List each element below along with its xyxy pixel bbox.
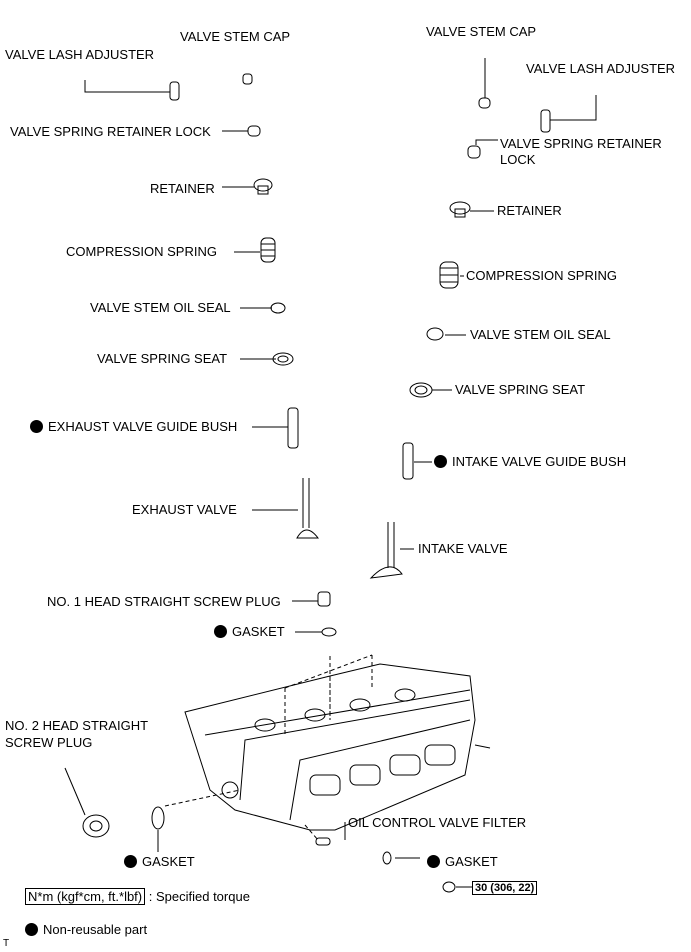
label-compression-spring-right: COMPRESSION SPRING bbox=[466, 268, 617, 283]
label-valve-spring-retainer-lock-left: VALVE SPRING RETAINER LOCK bbox=[10, 124, 211, 139]
non-reusable-icon bbox=[124, 855, 137, 868]
label-text: GASKET bbox=[232, 624, 285, 639]
nonreusable-text: Non-reusable part bbox=[43, 922, 148, 937]
label-text: GASKET bbox=[445, 854, 498, 869]
non-reusable-icon bbox=[434, 455, 447, 468]
torque-value: 30 (306, 22) bbox=[472, 881, 538, 895]
label-valve-lash-adjuster-right: VALVE LASH ADJUSTER bbox=[526, 61, 676, 76]
label-valve-spring-retainer-lock-right-a: VALVE SPRING RETAINER bbox=[500, 136, 662, 151]
label-oil-control-valve-filter: OIL CONTROL VALVE FILTER bbox=[348, 815, 527, 830]
label-gasket-1: GASKET bbox=[214, 624, 285, 640]
non-reusable-icon bbox=[214, 625, 227, 638]
label-valve-spring-seat-left: VALVE SPRING SEAT bbox=[97, 351, 228, 366]
label-no2-head-straight-b: SCREW PLUG bbox=[5, 735, 93, 750]
torque-unit: N*m (kgf*cm, ft.*lbf) bbox=[25, 888, 146, 905]
label-valve-stem-cap-right: VALVE STEM CAP bbox=[426, 24, 537, 39]
label-intake-valve: INTAKE VALVE bbox=[418, 541, 508, 556]
label-valve-spring-seat-right: VALVE SPRING SEAT bbox=[455, 382, 586, 397]
label-valve-spring-retainer-lock-right-b: LOCK bbox=[500, 152, 536, 167]
torque-spec: 30 (306, 22) bbox=[472, 879, 538, 896]
label-gasket-3: GASKET bbox=[427, 854, 498, 870]
non-reusable-icon bbox=[30, 420, 43, 433]
label-valve-stem-oil-seal-left: VALVE STEM OIL SEAL bbox=[90, 300, 231, 315]
label-no1-head-straight-screw-plug: NO. 1 HEAD STRAIGHT SCREW PLUG bbox=[47, 594, 281, 609]
label-text: EXHAUST VALVE GUIDE BUSH bbox=[48, 419, 238, 434]
torque-desc: : Specified torque bbox=[148, 889, 250, 904]
diagram-code: T bbox=[3, 938, 10, 949]
label-retainer-right: RETAINER bbox=[497, 203, 562, 218]
label-text: INTAKE VALVE GUIDE BUSH bbox=[452, 454, 627, 469]
legend-torque: N*m (kgf*cm, ft.*lbf) : Specified torque bbox=[25, 888, 250, 905]
label-compression-spring-left: COMPRESSION SPRING bbox=[66, 244, 217, 259]
label-valve-stem-oil-seal-right: VALVE STEM OIL SEAL bbox=[470, 327, 611, 342]
label-valve-stem-cap-left: VALVE STEM CAP bbox=[180, 29, 291, 44]
label-no2-head-straight-a: NO. 2 HEAD STRAIGHT bbox=[5, 718, 149, 733]
cylinder-head bbox=[164, 654, 491, 841]
legend-nonreusable: Non-reusable part bbox=[25, 922, 147, 938]
label-exhaust-valve: EXHAUST VALVE bbox=[132, 502, 237, 517]
lash-adjuster-left bbox=[169, 81, 180, 101]
label-exhaust-valve-guide-bush: EXHAUST VALVE GUIDE BUSH bbox=[30, 419, 237, 435]
non-reusable-icon bbox=[25, 923, 38, 936]
non-reusable-icon bbox=[427, 855, 440, 868]
label-gasket-2: GASKET bbox=[124, 854, 195, 870]
label-valve-lash-adjuster-left: VALVE LASH ADJUSTER bbox=[5, 47, 155, 62]
label-text: GASKET bbox=[142, 854, 195, 869]
label-retainer-left: RETAINER bbox=[150, 181, 215, 196]
label-intake-valve-guide-bush: INTAKE VALVE GUIDE BUSH bbox=[434, 454, 626, 470]
